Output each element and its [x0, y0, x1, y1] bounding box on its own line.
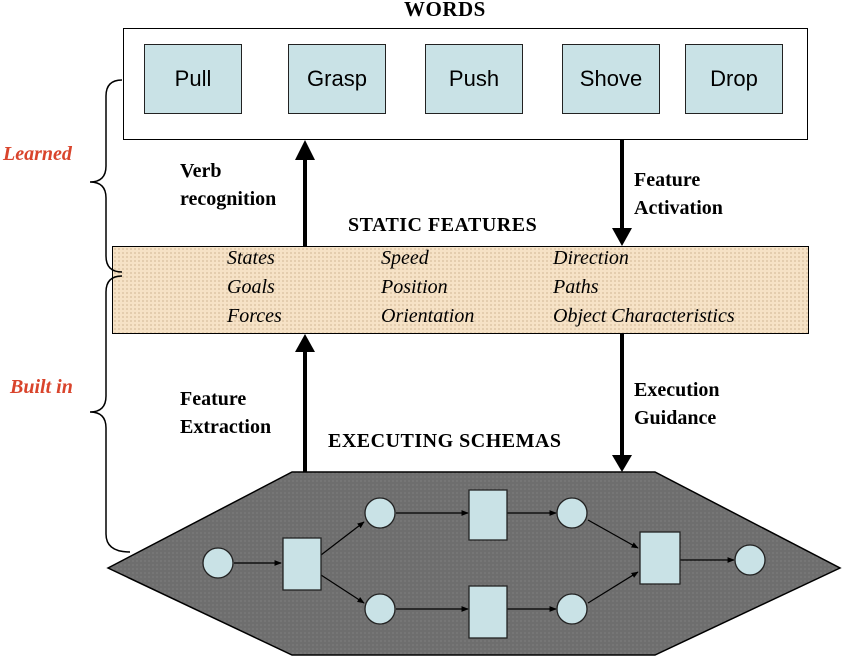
execution-guidance-arrow: [612, 334, 632, 472]
feature-position: Position: [381, 276, 448, 298]
static-features-box: States Speed Direction Goals Position Pa…: [112, 246, 809, 334]
schema-place-node: [734, 544, 766, 576]
executing-schemas-title: EXECUTING SCHEMAS: [328, 430, 562, 452]
feature-activation-label: Feature Activation: [634, 169, 723, 219]
feature-extraction-label: Feature Extraction: [180, 388, 272, 438]
feature-speed: Speed: [381, 247, 429, 269]
word-drop: Drop: [685, 44, 783, 114]
word-shove: Shove: [562, 44, 660, 114]
schema-place-node: [556, 593, 588, 625]
feature-orientation: Orientation: [381, 305, 475, 327]
schema-place-node: [364, 497, 396, 529]
learned-brace: [89, 79, 123, 273]
feature-activation-arrow: [612, 140, 632, 246]
feature-object-characteristics: Object Characteristics: [553, 305, 735, 327]
schema-transition-node: [468, 585, 508, 639]
feature-extraction-arrow: [295, 334, 315, 472]
schema-network-edges: [234, 510, 735, 612]
schema-place-node: [556, 497, 588, 529]
schema-transition-node: [282, 537, 322, 591]
feature-direction: Direction: [553, 247, 629, 269]
static-features-title: STATIC FEATURES: [348, 214, 538, 236]
word-push: Push: [425, 44, 523, 114]
words-title: WORDS: [404, 0, 486, 21]
feature-states: States: [227, 247, 275, 269]
executing-schemas-hexagon: [106, 471, 842, 656]
feature-forces: Forces: [227, 305, 282, 327]
built-in-brace: [89, 275, 131, 553]
word-grasp: Grasp: [288, 44, 386, 114]
schema-place-node: [364, 593, 396, 625]
learned-label: Learned: [3, 143, 72, 165]
feature-paths: Paths: [553, 276, 599, 298]
verb-recognition-label: Verb recognition: [180, 160, 277, 210]
built-in-label: Built in: [10, 376, 73, 398]
verb-recognition-arrow: [295, 140, 315, 246]
schema-transition-node: [639, 531, 681, 585]
execution-guidance-label: Execution Guidance: [634, 379, 720, 429]
words-box: Pull Grasp Push Shove Drop: [123, 28, 808, 140]
feature-goals: Goals: [227, 276, 275, 298]
schema-transition-node: [468, 489, 508, 541]
word-pull: Pull: [144, 44, 242, 114]
schema-place-node: [202, 547, 234, 579]
